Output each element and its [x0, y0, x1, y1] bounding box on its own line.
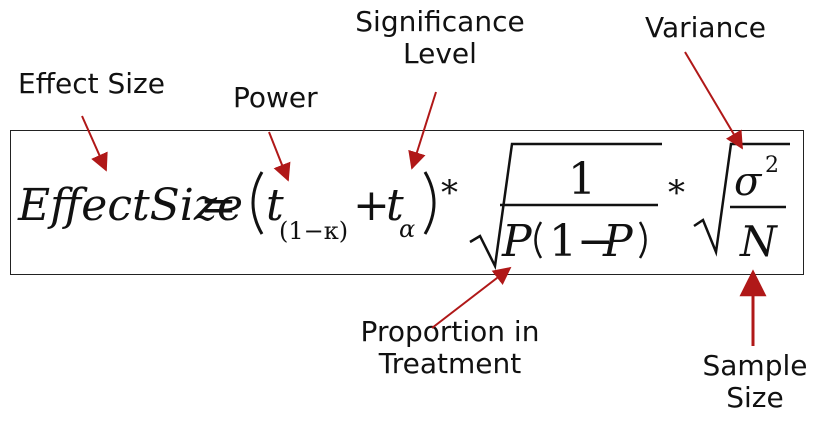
effect-size-label: Effect Size — [18, 67, 165, 100]
multiply-star-2: * — [668, 173, 685, 213]
sample-line2: Size — [726, 381, 784, 415]
significance-line1: Significance — [355, 5, 525, 38]
inner-left-paren — [534, 221, 543, 259]
sqrt-sign-1 — [469, 142, 662, 271]
denominator-p-2: P — [602, 216, 634, 267]
one-minus: 1− — [549, 216, 614, 267]
power-subscript: (1−κ) — [279, 217, 348, 245]
arrow-proportion — [431, 266, 512, 329]
alpha-subscript: α — [399, 215, 415, 243]
arrow-power — [268, 131, 291, 182]
equation-frame — [10, 130, 804, 275]
significance-line2: Level — [403, 37, 477, 71]
numerator-one: 1 — [568, 154, 596, 205]
proportion-line2: Treatment — [378, 347, 522, 381]
t-power: t — [266, 180, 284, 231]
sample-line1: Sample — [702, 349, 808, 382]
sigma-exponent: 2 — [765, 153, 779, 178]
power-label: Power — [233, 81, 318, 114]
left-paren — [251, 171, 264, 235]
multiply-star-1: * — [441, 173, 458, 213]
proportion-line1: Proportion in — [360, 315, 540, 348]
t-alpha: t — [386, 180, 404, 231]
equals-sign: = — [200, 180, 237, 231]
plus-sign: + — [353, 180, 390, 231]
proportion-in-treatment-label: Proportion in Treatment — [335, 315, 565, 381]
variance-label: Variance — [645, 11, 766, 44]
sqrt-sign-2 — [693, 142, 790, 257]
arrow-significance — [408, 91, 437, 170]
denominator-n: N — [739, 217, 778, 266]
sigma-symbol: σ — [734, 159, 763, 205]
equation-lhs: EffectSize — [17, 180, 243, 231]
denominator-p: P — [501, 216, 533, 267]
significance-level-label: Significance Level — [330, 5, 550, 71]
right-paren — [423, 171, 436, 235]
arrow-variance — [684, 51, 743, 150]
arrow-effect-size — [81, 115, 108, 172]
sample-size-label: Sample Size — [680, 349, 830, 415]
inner-right-paren — [638, 221, 647, 259]
